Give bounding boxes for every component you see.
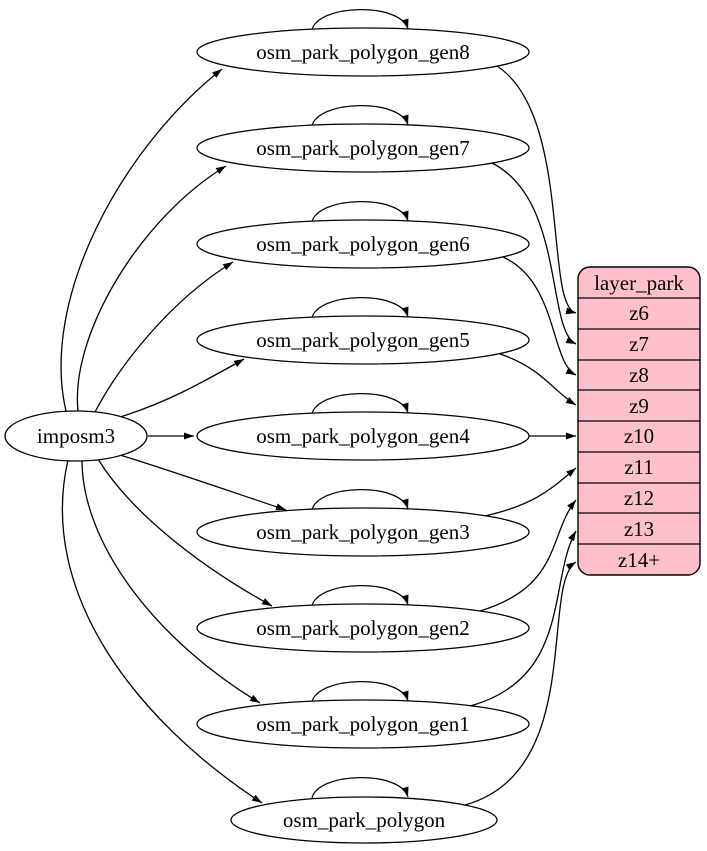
node-label: osm_park_polygon_gen6 xyxy=(256,232,469,256)
node-osm_park_polygon_gen6: osm_park_polygon_gen6 xyxy=(196,219,530,269)
row-label-z14: z14+ xyxy=(618,548,660,572)
self-loop-gen2 xyxy=(311,584,409,607)
edge-imposm3-to-gen6 xyxy=(94,261,234,413)
self-loop-gen6 xyxy=(311,200,409,223)
row-label-z9: z9 xyxy=(629,394,649,418)
edge-gen6-to-z8 xyxy=(502,256,577,376)
row-label-z6: z6 xyxy=(629,301,649,325)
edge-imposm3-to-gen5 xyxy=(119,358,245,418)
node-label: osm_park_polygon_gen7 xyxy=(256,136,469,160)
node-ellipse xyxy=(196,699,530,749)
edge-imposm3-to-gen1 xyxy=(81,459,261,704)
self-loops xyxy=(311,8,409,799)
node-label: osm_park_polygon_gen8 xyxy=(256,40,469,64)
edge-imposm3-to-gen2 xyxy=(97,458,273,607)
self-loop-gen1 xyxy=(311,680,409,703)
edge-gen7-to-z7 xyxy=(491,162,577,345)
row-label-z12: z12 xyxy=(624,486,654,510)
edge-imposm3-to-gen7 xyxy=(76,165,227,412)
edge-gen2-to-z12 xyxy=(479,499,577,612)
self-loop-gen7 xyxy=(311,104,409,127)
node-osm_park_polygon_gen2: osm_park_polygon_gen2 xyxy=(196,603,530,653)
edge-gen1-to-z13 xyxy=(469,530,577,707)
node-ellipse xyxy=(196,315,530,365)
edge-imposm3-to-gen8 xyxy=(60,68,223,412)
node-label: osm_park_polygon_gen3 xyxy=(256,520,469,544)
self-loop-gen4 xyxy=(311,392,409,415)
node-label: osm_park_polygon_gen4 xyxy=(256,424,470,448)
node-osm_park_polygon_gen4: osm_park_polygon_gen4 xyxy=(196,411,530,461)
row-label-z8: z8 xyxy=(629,363,649,387)
node-osm_park_polygon_gen5: osm_park_polygon_gen5 xyxy=(196,315,530,365)
node-ellipse xyxy=(196,219,530,269)
node-label: osm_park_polygon xyxy=(283,808,446,832)
node-ellipse xyxy=(4,410,148,462)
node-imposm3: imposm3 xyxy=(4,410,148,462)
row-label-z11: z11 xyxy=(624,455,654,479)
edges-to-layer xyxy=(464,65,577,806)
row-label-z7: z7 xyxy=(629,332,649,356)
node-label: osm_park_polygon_gen2 xyxy=(256,616,469,640)
node-osm_park_polygon_gen8: osm_park_polygon_gen8 xyxy=(196,27,530,77)
layer-park-table: layer_park z6 z7 z8 z9 z10 z11 z12 z13 z… xyxy=(577,266,701,576)
edge-gen5-to-z9 xyxy=(499,353,577,406)
layer-park-header: layer_park xyxy=(594,271,684,295)
node-ellipse xyxy=(230,796,498,844)
row-label-z10: z10 xyxy=(624,424,654,448)
edge-imposm3-to-gen3 xyxy=(119,454,287,511)
node-label: imposm3 xyxy=(37,424,115,448)
edges-from-source xyxy=(60,68,287,804)
self-loop-polygon xyxy=(311,776,409,799)
node-ellipse xyxy=(196,411,530,461)
node-osm_park_polygon_gen7: osm_park_polygon_gen7 xyxy=(196,123,530,173)
edge-polygon-to-z14 xyxy=(464,561,577,806)
node-ellipse xyxy=(196,507,530,557)
self-loop-gen5 xyxy=(311,296,409,319)
node-label: osm_park_polygon_gen5 xyxy=(256,328,469,352)
node-osm_park_polygon_gen3: osm_park_polygon_gen3 xyxy=(196,507,530,557)
edge-gen3-to-z11 xyxy=(484,467,577,517)
node-ellipse xyxy=(196,603,530,653)
self-loop-gen8 xyxy=(311,8,409,31)
node-osm_park_polygon: osm_park_polygon xyxy=(230,796,498,844)
edge-imposm3-to-polygon xyxy=(61,459,263,804)
node-ellipse xyxy=(196,27,530,77)
node-label: osm_park_polygon_gen1 xyxy=(256,712,469,736)
row-label-z13: z13 xyxy=(624,517,654,541)
self-loop-gen3 xyxy=(311,488,409,511)
edge-gen8-to-z6 xyxy=(496,65,577,315)
node-ellipse xyxy=(196,123,530,173)
node-osm_park_polygon_gen1: osm_park_polygon_gen1 xyxy=(196,699,530,749)
